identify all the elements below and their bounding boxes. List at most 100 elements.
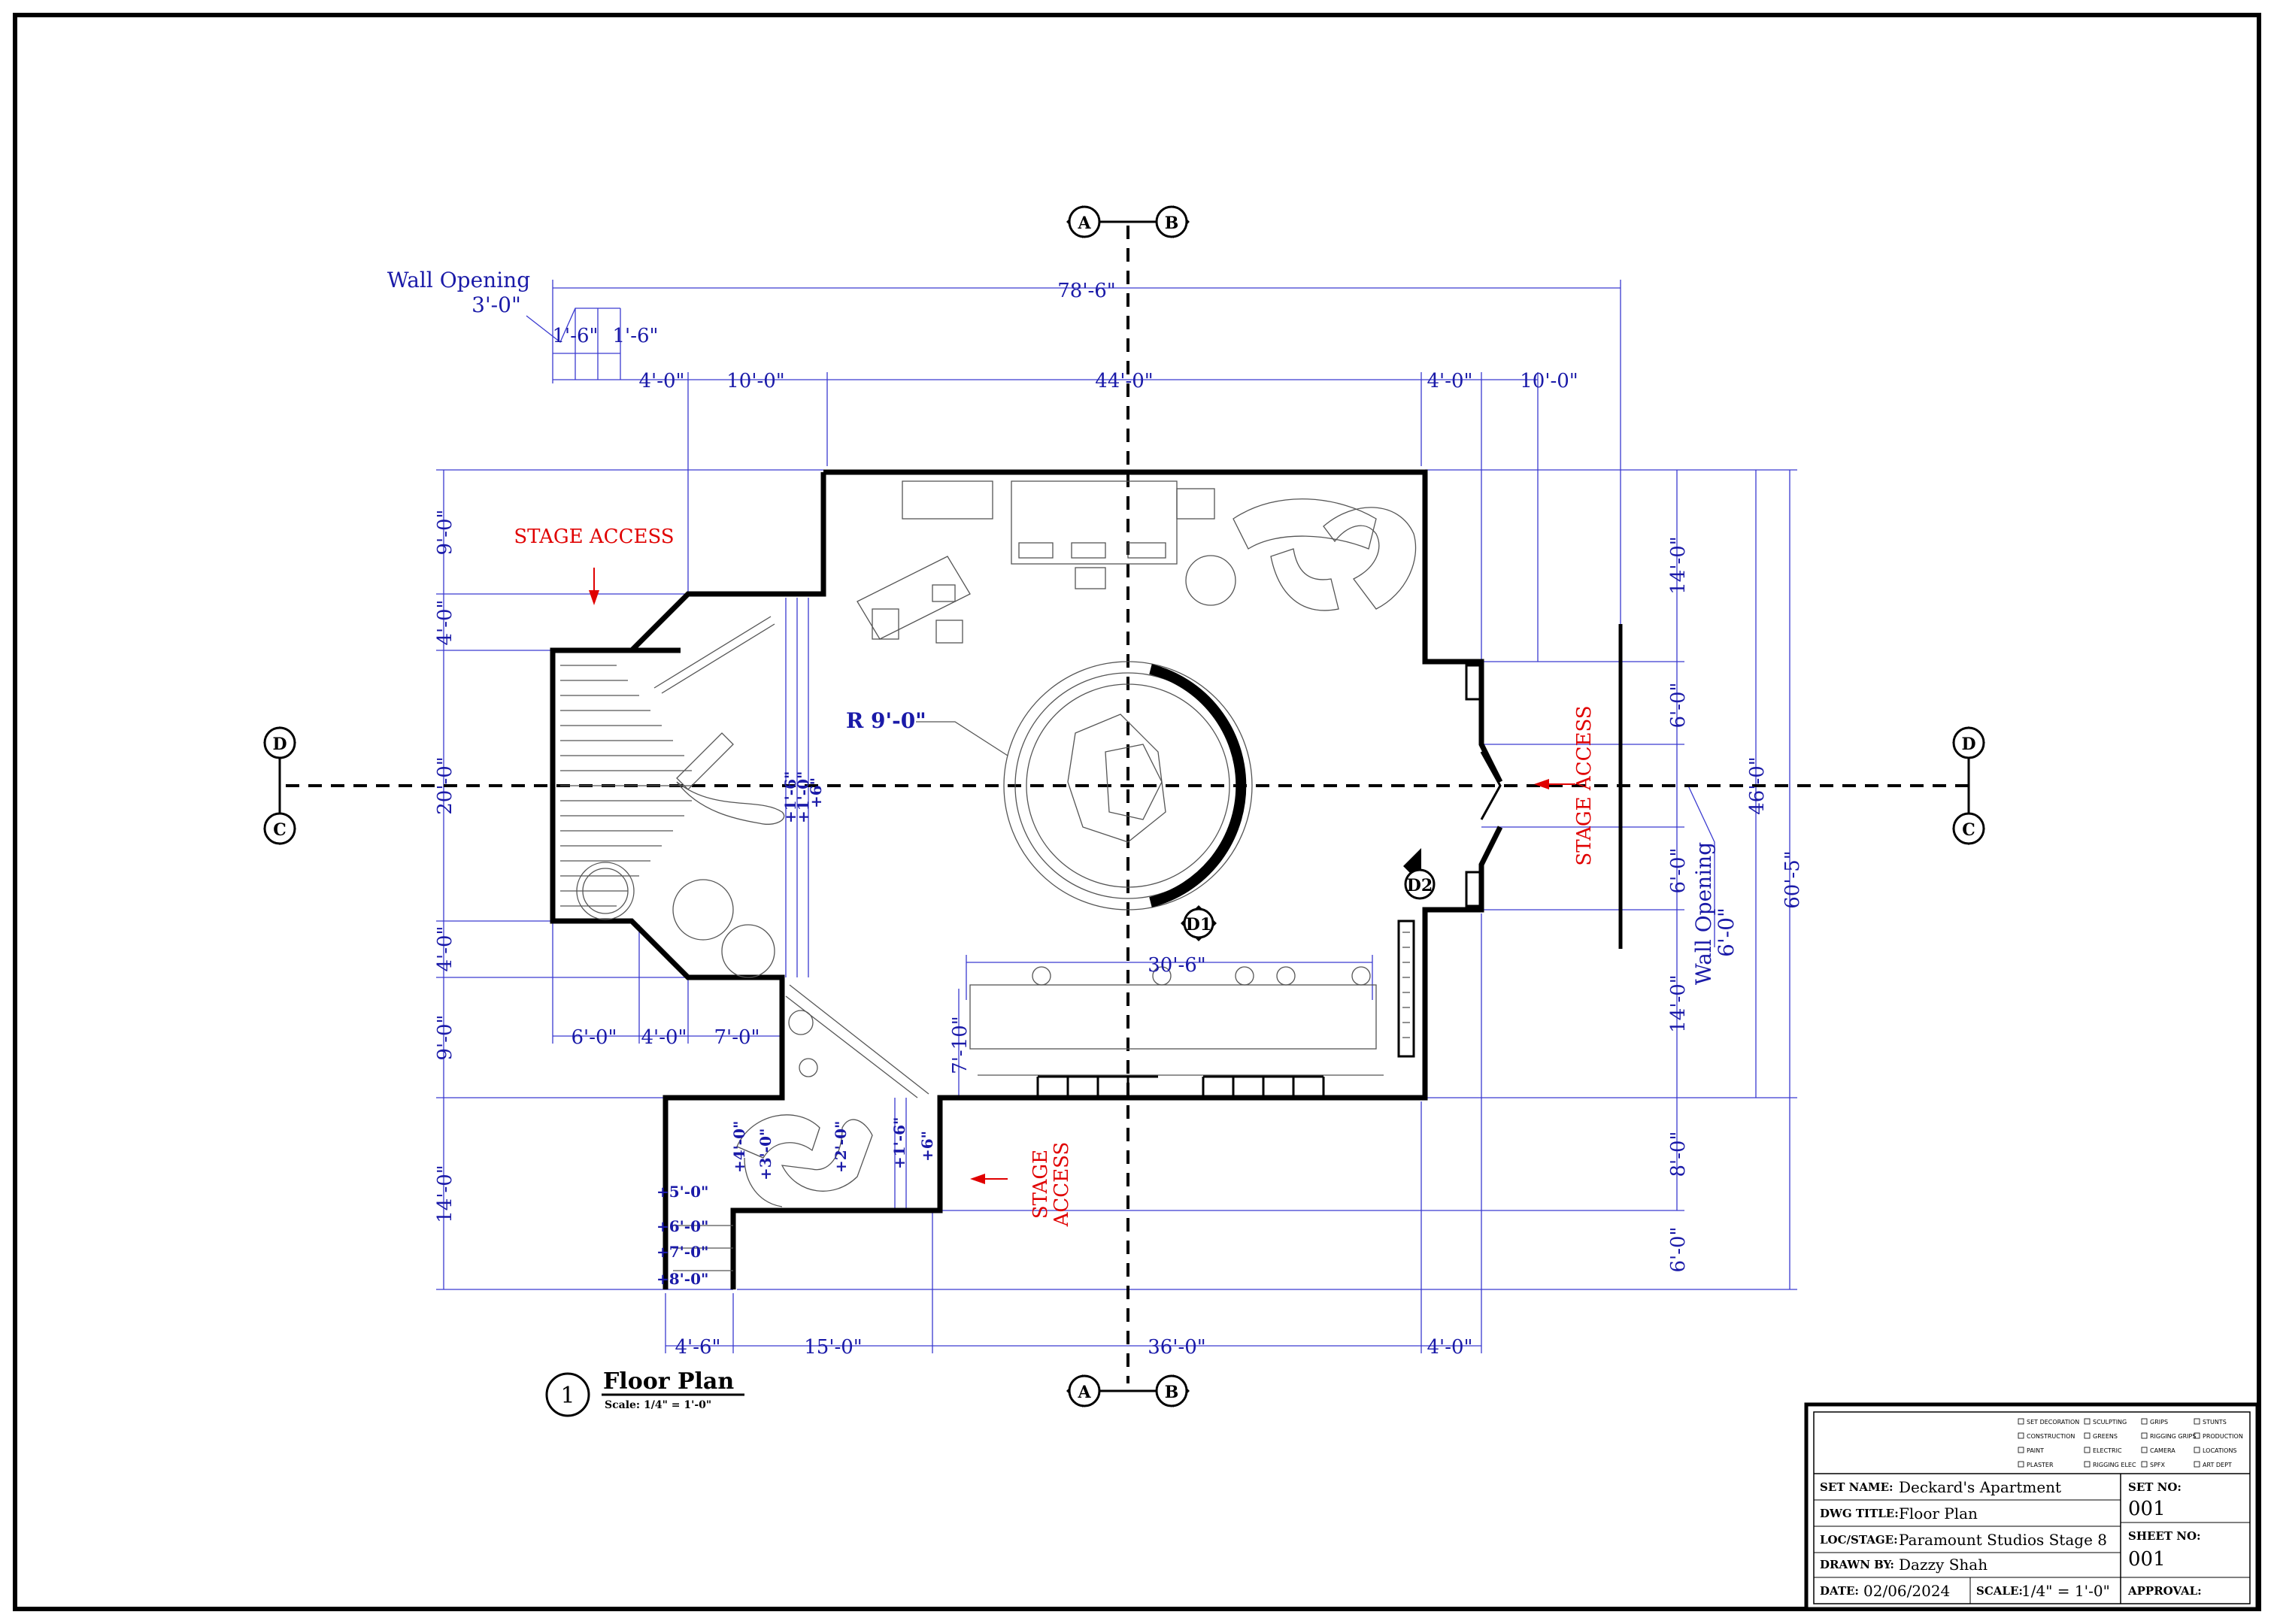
marker-label: D1 <box>1186 915 1211 935</box>
dimension-lines <box>436 280 1797 1353</box>
stage-access-label-bottom-line2: ACCESS <box>1051 1142 1073 1228</box>
dim-right-6-0-bottom: 6'-0" <box>1667 848 1690 894</box>
elevation-marker-d2[interactable]: D2 <box>1403 848 1436 900</box>
svg-text:+6": +6" <box>918 1131 936 1162</box>
svg-text:SCULPTING: SCULPTING <box>2093 1419 2127 1426</box>
dim-overall-width: 78'-6" <box>1057 280 1116 302</box>
set-no-label: SET NO: <box>2128 1480 2182 1494</box>
wall-opening-size-right: 6'-0" <box>1714 907 1739 957</box>
svg-text:+6": +6" <box>807 777 825 808</box>
dwg-title-value: Floor Plan <box>1899 1504 1978 1522</box>
marker-label: A <box>1077 1383 1091 1402</box>
dim-4-0-inner: 4'-0" <box>641 1026 687 1049</box>
dim-6-0-inner: 6'-0" <box>572 1026 617 1049</box>
dim-4-0-bottom: 4'-0" <box>1427 1336 1473 1359</box>
set-furniture <box>560 480 1502 1271</box>
section-marker-d-right[interactable]: D <box>1952 726 1985 759</box>
marker-label: B <box>1165 214 1179 233</box>
dim-4-0-top-right: 4'-0" <box>1427 370 1473 392</box>
scale-label: SCALE: <box>1976 1584 2023 1598</box>
dim-left-9-0-bottom: 9'-0" <box>434 1015 456 1061</box>
stage-access-label-right: STAGE ACCESS <box>1573 705 1596 865</box>
dwg-title-label: DWG TITLE: <box>1820 1507 1899 1520</box>
dim-right-46-0: 46'-0" <box>1746 756 1769 815</box>
sheet-border <box>13 13 2261 1611</box>
section-marker-d-left[interactable]: D <box>263 726 296 759</box>
dim-1-6-right: 1'-6" <box>613 325 659 347</box>
marker-label: D <box>1961 735 1975 754</box>
dim-left-9-0-top: 9'-0" <box>434 510 456 556</box>
sheet-no-value: 001 <box>2128 1548 2166 1571</box>
marker-label: B <box>1165 1383 1179 1402</box>
dim-10-0-top-right: 10'-0" <box>1520 370 1578 392</box>
department-checkboxes: SET DECORATION SCULPTING GRIPS STUNTS CO… <box>2018 1418 2243 1468</box>
dim-15-0-bottom: 15'-0" <box>804 1336 863 1359</box>
svg-text:+8'-0": +8'-0" <box>656 1270 708 1288</box>
wall-opening-size-top: 3'-0" <box>471 292 521 317</box>
section-marker-b-bottom[interactable]: B <box>1155 1374 1190 1407</box>
elevation-marker-d1[interactable]: D1 <box>1181 905 1217 941</box>
svg-text:RIGGING GRIPS: RIGGING GRIPS <box>2150 1433 2196 1440</box>
svg-text:ART DEPT: ART DEPT <box>2203 1462 2232 1468</box>
dim-left-4-0-top: 4'-0" <box>434 600 456 646</box>
svg-text:+1'-0": +1'-0" <box>794 771 812 823</box>
dim-44-0-top: 44'-0" <box>1095 370 1154 392</box>
svg-text:GRIPS: GRIPS <box>2150 1419 2168 1426</box>
svg-text:+7'-0": +7'-0" <box>656 1243 708 1261</box>
drawing-scale-note: Scale: 1/4" = 1'-0" <box>605 1399 711 1411</box>
set-name-value: Deckard's Apartment <box>1899 1478 2061 1496</box>
section-marker-c-right[interactable]: C <box>1952 812 1985 845</box>
marker-label: D2 <box>1407 876 1433 895</box>
svg-text:+5'-0": +5'-0" <box>656 1183 708 1201</box>
svg-text:SPFX: SPFX <box>2150 1462 2166 1468</box>
drawing-title: Floor Plan <box>603 1368 734 1395</box>
section-lines <box>286 226 1970 1383</box>
svg-text:CAMERA: CAMERA <box>2150 1447 2175 1454</box>
dim-7-10-counter: 7'-10" <box>949 1016 972 1074</box>
svg-text:PAINT: PAINT <box>2027 1447 2044 1454</box>
floor-plan-walls <box>550 469 1503 1289</box>
svg-text:GREENS: GREENS <box>2093 1433 2118 1440</box>
set-name-label: SET NAME: <box>1820 1480 1893 1494</box>
svg-text:+1'-6": +1'-6" <box>781 771 799 823</box>
svg-text:+6'-0": +6'-0" <box>656 1217 708 1235</box>
section-marker-c-left[interactable]: C <box>263 812 296 845</box>
elevation-labels: +1'-6" +1'-0" +6" +4'-0" +3'-0" +2'-0" +… <box>656 771 936 1288</box>
svg-text:CONSTRUCTION: CONSTRUCTION <box>2027 1433 2075 1440</box>
dim-36-0-bottom: 36'-0" <box>1148 1336 1206 1359</box>
svg-text:PRODUCTION: PRODUCTION <box>2203 1433 2243 1440</box>
dim-left-14-0: 14'-0" <box>434 1165 456 1223</box>
dim-right-14-0-bottom: 14'-0" <box>1667 974 1690 1033</box>
date-label: DATE: <box>1820 1584 1859 1598</box>
svg-text:ELECTRIC: ELECTRIC <box>2093 1447 2122 1454</box>
dim-right-6-0-lowest: 6'-0" <box>1667 1227 1690 1273</box>
dim-right-8-0: 8'-0" <box>1667 1132 1690 1177</box>
radius-label: R 9'-0" <box>846 708 926 733</box>
dim-right-14-0-top: 14'-0" <box>1667 536 1690 595</box>
svg-text:+1'-6": +1'-6" <box>890 1117 908 1169</box>
svg-text:PLASTER: PLASTER <box>2027 1462 2054 1468</box>
drawn-by-value: Dazzy Shah <box>1899 1556 1987 1574</box>
marker-label: C <box>273 820 287 840</box>
dim-4-0-top-left: 4'-0" <box>639 370 685 392</box>
section-marker-b-top[interactable]: B <box>1155 205 1190 238</box>
left-stairs <box>560 665 692 907</box>
svg-text:LOCATIONS: LOCATIONS <box>2203 1447 2237 1454</box>
date-value: 02/06/2024 <box>1863 1582 1950 1600</box>
svg-text:+2'-0": +2'-0" <box>832 1121 850 1173</box>
title-block: SET DECORATION SCULPTING GRIPS STUNTS CO… <box>1804 1402 2260 1611</box>
svg-text:SET DECORATION: SET DECORATION <box>2027 1419 2079 1426</box>
detail-number: 1 <box>560 1383 575 1409</box>
stage-access-label-bottom-line1: STAGE <box>1029 1150 1052 1219</box>
stage-access-arrows <box>589 568 1575 1184</box>
svg-text:+4'-0": +4'-0" <box>730 1121 748 1173</box>
section-marker-a-top[interactable]: A <box>1066 205 1101 238</box>
marker-label: C <box>1962 820 1975 840</box>
section-marker-a-bottom[interactable]: A <box>1066 1374 1101 1407</box>
approval-label: APPROVAL: <box>2127 1584 2202 1598</box>
svg-text:STUNTS: STUNTS <box>2203 1419 2227 1426</box>
dim-left-4-0-bottom: 4'-0" <box>434 926 456 972</box>
drawn-by-label: DRAWN BY: <box>1820 1558 1894 1571</box>
scale-value: 1/4" = 1'-0" <box>2021 1582 2110 1600</box>
